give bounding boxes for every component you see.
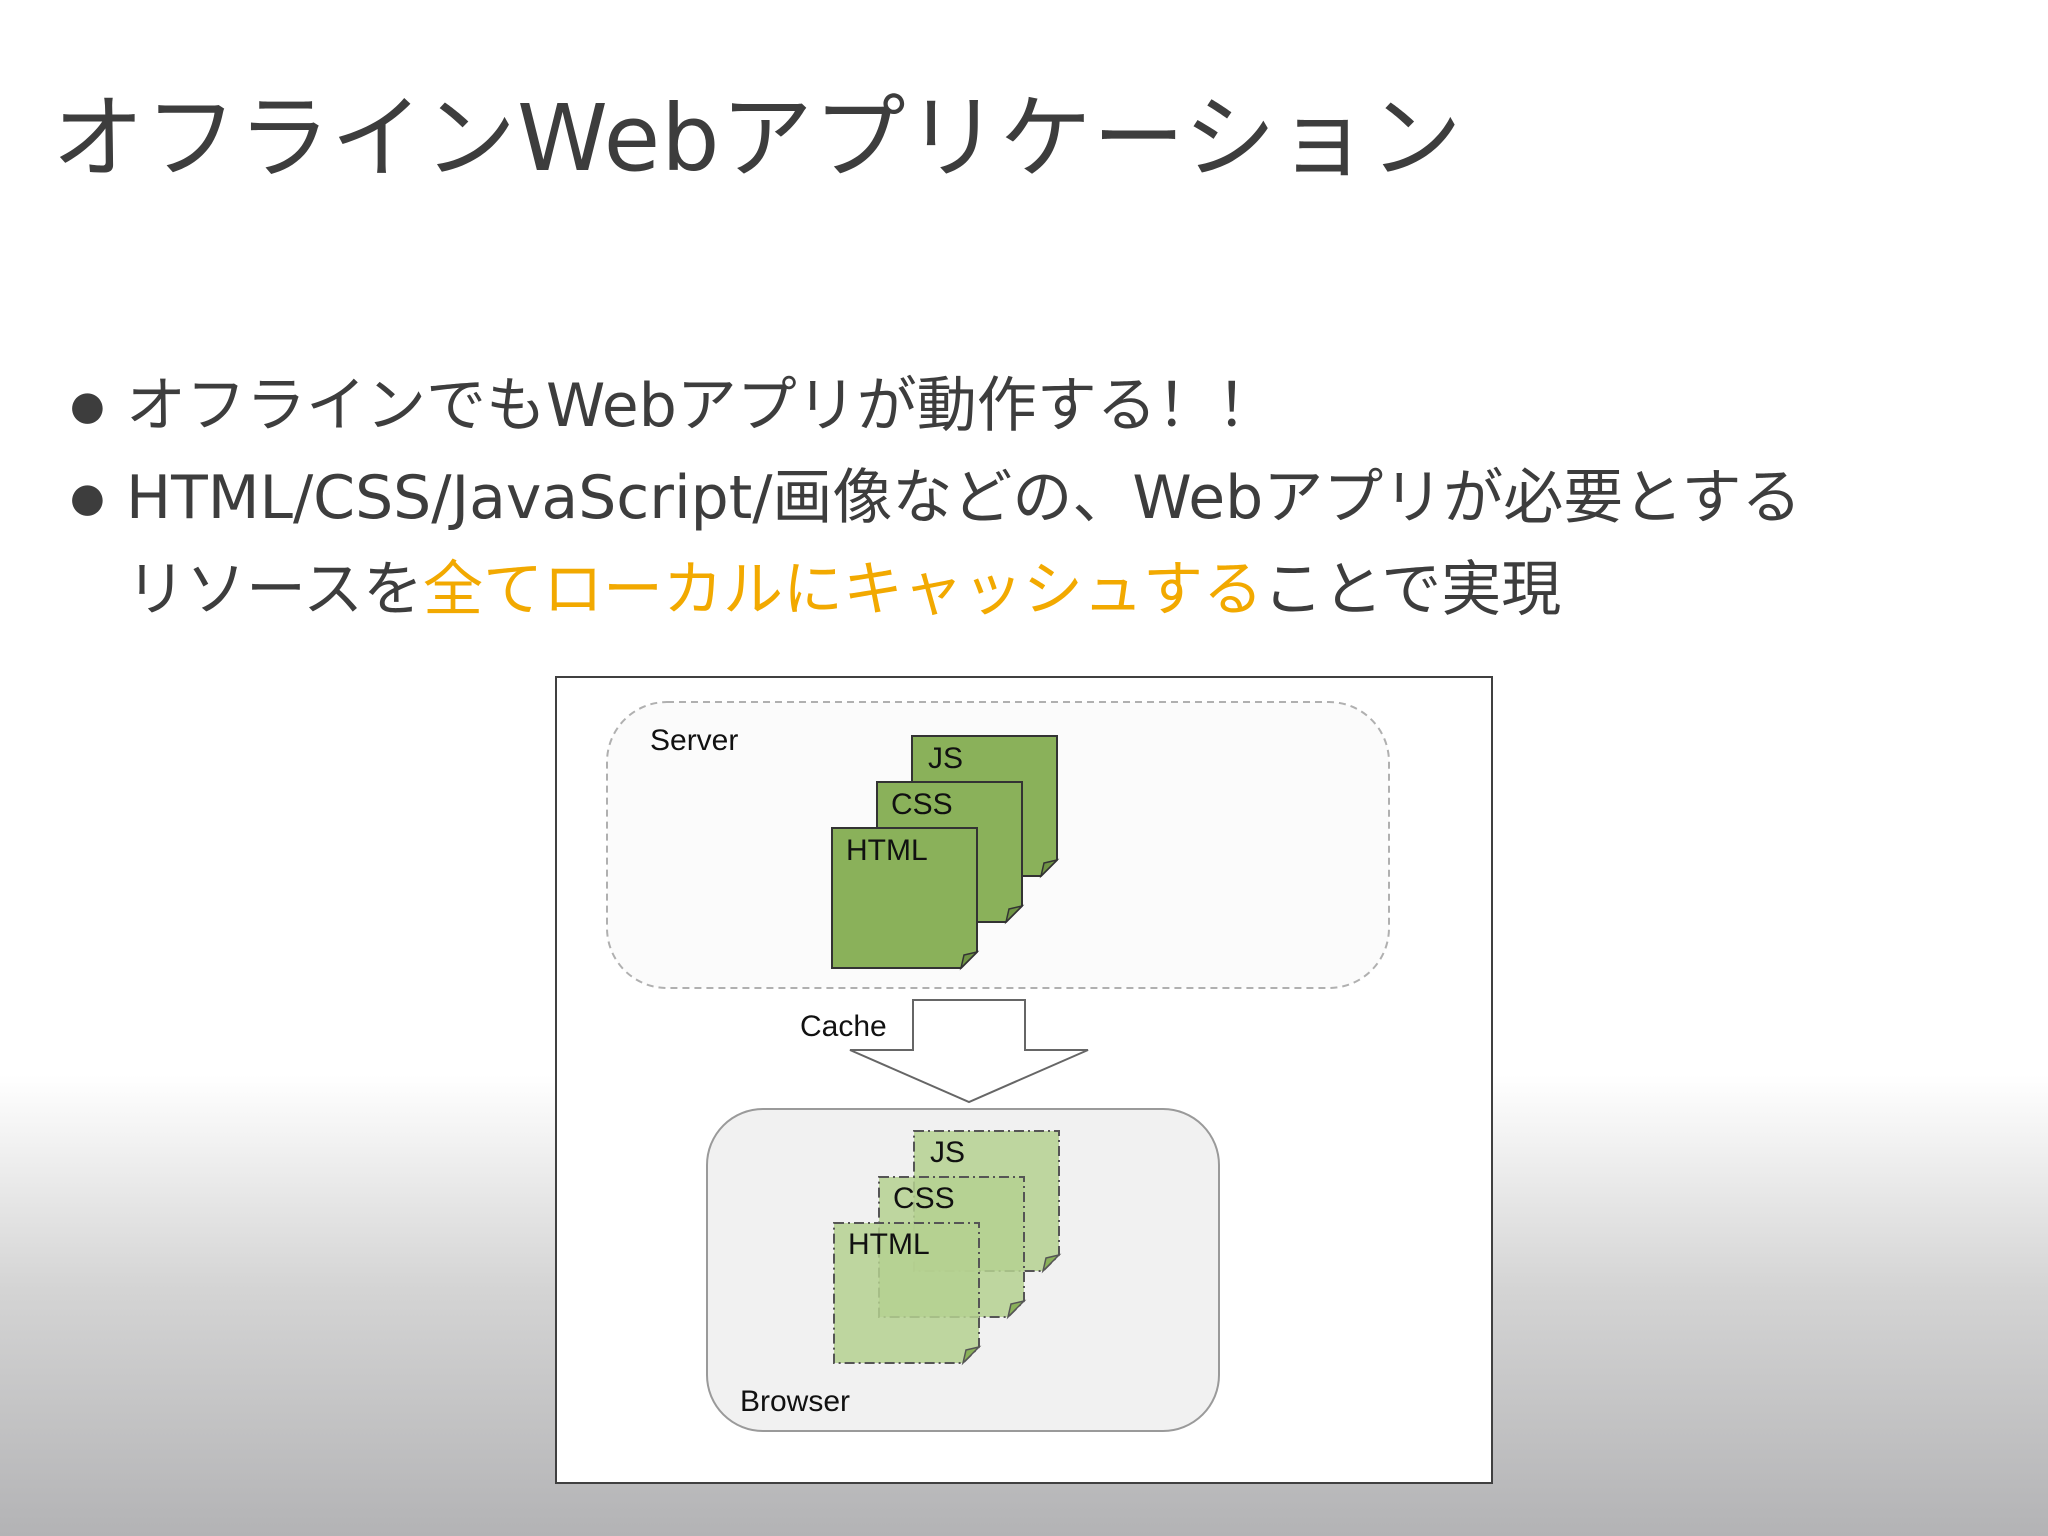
bullet-item: ● HTML/CSS/JavaScript/画像などの、Webアプリが必要とする…: [62, 452, 1801, 636]
cache-diagram-svg: Server JS CSS HTML Cache Browser JS: [606, 701, 1390, 1432]
server-label: Server: [650, 724, 738, 757]
bullet-dot-icon: ●: [70, 475, 105, 521]
bullet-text: オフラインでもWebアプリが動作する！！: [126, 371, 1277, 441]
server-file-css-label: CSS: [891, 788, 953, 821]
browser-label: Browser: [740, 1385, 850, 1418]
browser-file-html-label: HTML: [848, 1228, 930, 1261]
bullet-text-line1: HTML/CSS/JavaScript/画像などの、Webアプリが必要とする: [126, 463, 1802, 533]
browser-file-html: HTML: [833, 1222, 982, 1366]
server-file-js-label: JS: [928, 742, 963, 775]
browser-file-js-label: JS: [930, 1136, 965, 1169]
bullet-item: ● オフラインでもWebアプリが動作する！！: [62, 360, 1801, 452]
cache-label: Cache: [800, 1010, 887, 1043]
slide-title: オフラインWebアプリケーション: [52, 85, 1463, 192]
server-file-html-label: HTML: [846, 834, 928, 867]
bullet-text-line2-after: ことで実現: [1263, 555, 1562, 625]
server-file-html: HTML: [831, 827, 980, 971]
cache-arrow-icon: [849, 999, 1089, 1104]
cache-diagram: Server JS CSS HTML Cache Browser JS: [555, 676, 1493, 1484]
bullet-dot-icon: ●: [70, 383, 105, 429]
bullet-text-line2-before: リソースを: [126, 555, 423, 625]
bullet-text-highlight: 全てローカルにキャッシュする: [423, 555, 1263, 625]
bullet-list: ● オフラインでもWebアプリが動作する！！ ● HTML/CSS/JavaSc…: [62, 360, 1801, 636]
browser-file-css-label: CSS: [893, 1182, 955, 1215]
